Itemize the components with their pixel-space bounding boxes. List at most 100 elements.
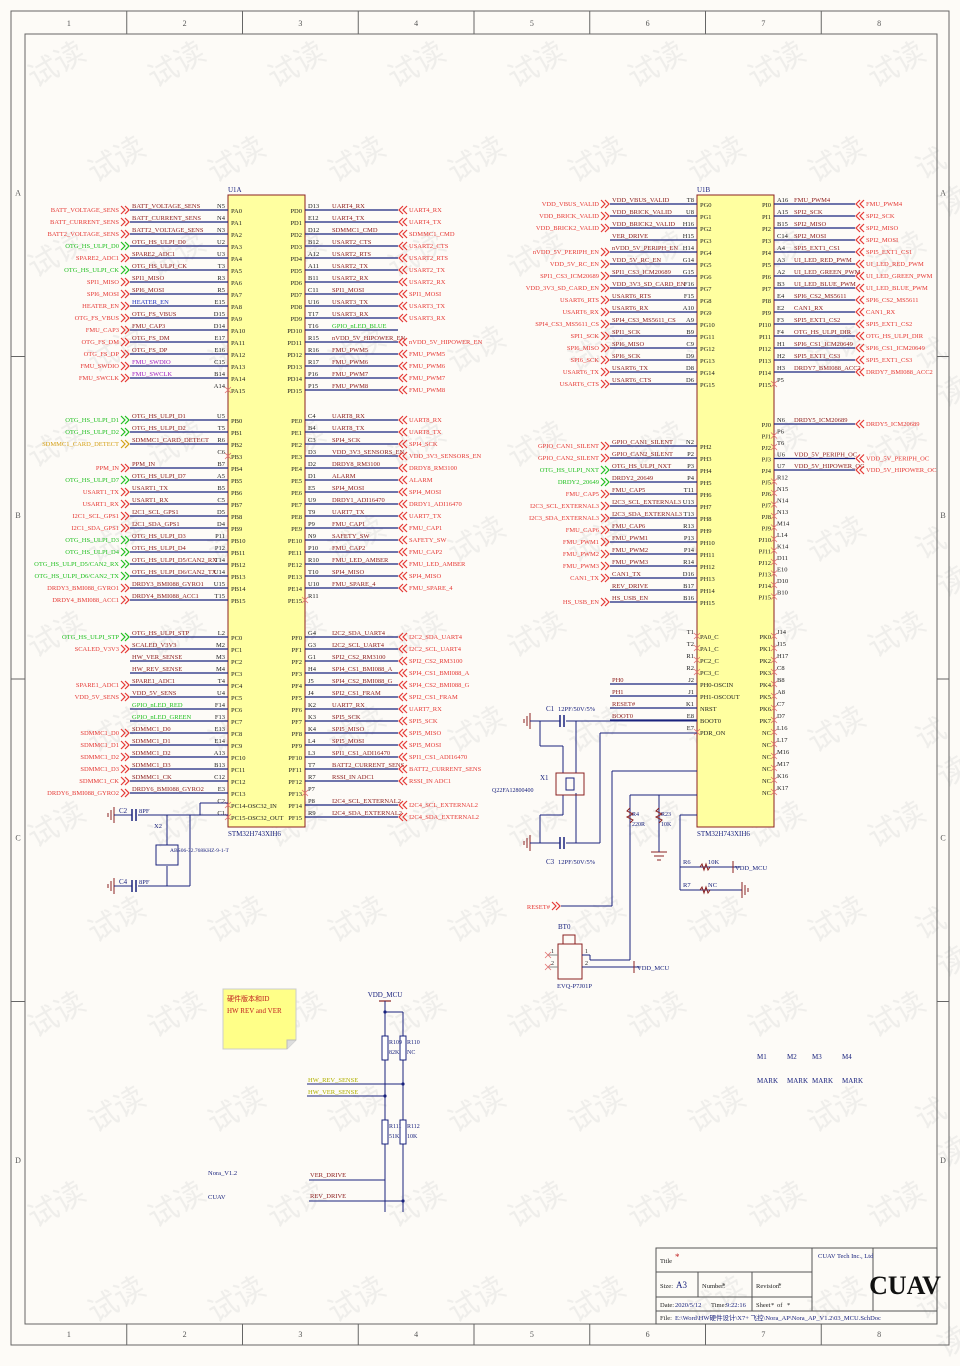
pin-ball-number: B7 xyxy=(217,461,225,468)
pin-ball-number: K2 xyxy=(308,702,316,709)
pin-ball-number: F15 xyxy=(684,293,694,300)
pin-ball-number: B3 xyxy=(777,281,785,288)
pin-ball-number: D16 xyxy=(683,571,695,578)
pin-name: PD2 xyxy=(290,232,302,239)
pin-name: PH10 xyxy=(700,540,715,547)
pin-ball-number: A15 xyxy=(777,209,788,216)
pin-ball-number: J1 xyxy=(688,689,694,696)
frame-row-label: D xyxy=(940,1156,946,1165)
pin-ball-number: L14 xyxy=(777,532,788,539)
off-sheet-port-label: DRDY2_20649 xyxy=(558,479,599,486)
pin-ball-number: G3 xyxy=(308,642,316,649)
pin-name: PE7 xyxy=(291,502,303,509)
pin-ball-number: E7 xyxy=(687,725,695,732)
no-connect-icon xyxy=(770,728,778,736)
net-label: USART2_RX xyxy=(332,275,369,282)
off-sheet-port-icon xyxy=(120,595,130,605)
pin-ball-number: P10 xyxy=(308,545,318,552)
off-sheet-port-icon xyxy=(855,271,865,281)
crystal-designator: X1 xyxy=(540,774,549,782)
no-connect-icon xyxy=(770,692,778,700)
pin-ball-number: C14 xyxy=(777,233,789,240)
pin-name: PI4 xyxy=(762,250,772,257)
pin-ball-number: D4 xyxy=(217,521,226,528)
off-sheet-port-label: USART1_TX xyxy=(83,489,119,496)
net-label: DRDY5_ICM20689 xyxy=(794,417,847,424)
net-label: SCALED_V3V3 xyxy=(132,642,176,649)
off-sheet-port-label: OTG_HS_ULPI_D5/CAN2_RX xyxy=(34,561,119,568)
pin-name: PJ6 xyxy=(762,491,772,498)
net-label: SDMMC1_D1 xyxy=(132,738,171,745)
pin-ball-number: E17 xyxy=(215,335,226,342)
frame-column-label: 2 xyxy=(183,1330,187,1339)
off-sheet-port-icon xyxy=(600,489,610,499)
pin-ball-number: U14 xyxy=(214,569,226,576)
resistor-designator: R112 xyxy=(407,1124,420,1130)
off-sheet-port-icon xyxy=(855,259,865,269)
resistor-icon xyxy=(699,862,711,872)
off-sheet-port-label: FMU_PWM1 xyxy=(563,539,599,546)
pin-name: PD13 xyxy=(287,364,302,371)
pin-name: PK0 xyxy=(759,634,771,641)
off-sheet-port-icon xyxy=(120,487,130,497)
off-sheet-port-label: FMU_SPARE_4 xyxy=(409,585,453,592)
pin-name: PJ11 xyxy=(759,549,771,556)
pin-name: PC13 xyxy=(231,791,245,798)
net-label: SPI6_MISO xyxy=(612,341,644,348)
mark-value: MARK xyxy=(842,1077,863,1085)
pin-ball-number: A11 xyxy=(308,263,319,270)
pin-ball-number: E15 xyxy=(215,299,225,306)
off-sheet-port-label: UI_LED_BLUE_PWM xyxy=(866,285,928,292)
off-sheet-port-label: SPI2_MOSI xyxy=(866,237,898,244)
pin-ball-number: A12 xyxy=(308,251,319,258)
pin-ball-number: A5 xyxy=(217,473,225,480)
off-sheet-port-label: OTG_HS_ULPI_CK xyxy=(64,267,119,274)
no-connect-icon xyxy=(770,512,778,520)
pin-name: PE4 xyxy=(291,466,303,473)
pin-ball-number: U5 xyxy=(217,413,225,420)
pin-name: NC xyxy=(762,766,771,773)
pin-name: PH0-OSCIN xyxy=(700,682,734,689)
pin-name: PC1 xyxy=(231,647,242,654)
pin-name: PE0 xyxy=(291,418,302,425)
off-sheet-port-icon xyxy=(398,373,408,383)
pin-name: PJ8 xyxy=(762,514,771,521)
pin-name: PD4 xyxy=(290,256,302,263)
pin-name: PE11 xyxy=(288,550,302,557)
net-label: SPI4_SCK xyxy=(332,437,361,444)
off-sheet-port-label: USART6_RX xyxy=(563,309,600,316)
pin-ball-number: N14 xyxy=(777,498,789,505)
off-sheet-port-label: UART8_TX xyxy=(409,429,442,436)
resistor-designator: R4 xyxy=(632,812,639,818)
no-connect-icon xyxy=(770,776,778,784)
off-sheet-port-label: FMU_PWM3 xyxy=(563,563,599,570)
net-label: FMU_CAP2 xyxy=(332,545,365,552)
pin-ball-number: D13 xyxy=(308,203,319,210)
pin-name: PA11 xyxy=(231,340,245,347)
off-sheet-port-icon xyxy=(120,752,130,762)
pin-name: PG0 xyxy=(700,202,712,209)
pin-name: PG10 xyxy=(700,322,715,329)
pin-name: PJ14 xyxy=(758,583,771,590)
off-sheet-port-icon xyxy=(120,301,130,311)
off-sheet-port-label: FMU_LED_AMBER xyxy=(409,561,466,568)
pin-name: PI0 xyxy=(762,202,771,209)
pin-ball-number: B4 xyxy=(308,425,316,432)
title-value: * xyxy=(675,1252,680,1262)
pin-ball-number: E4 xyxy=(777,293,785,300)
off-sheet-port-icon xyxy=(600,561,610,571)
pin-name: PI3 xyxy=(762,238,771,245)
net-label: DRDY6_BMI088_GYRO2 xyxy=(132,786,204,793)
pin-name: PJ5 xyxy=(762,480,771,487)
net-label: OTG_FS_VBUS xyxy=(132,311,177,318)
capacitor-designator: C3 xyxy=(546,858,555,866)
net-label: SPI6_SCK xyxy=(612,353,641,360)
pin-name: PH1-OSCOUT xyxy=(700,694,740,701)
note-text: 硬件版本和ID xyxy=(227,994,269,1003)
off-sheet-port-label: SDMMC1_D0 xyxy=(80,730,119,737)
size-label: Size: xyxy=(660,1283,673,1290)
pin-name: PA7 xyxy=(231,292,243,299)
off-sheet-port-icon xyxy=(120,764,130,774)
pin-name: PB5 xyxy=(231,478,242,485)
pin-name: PC2 xyxy=(231,659,242,666)
